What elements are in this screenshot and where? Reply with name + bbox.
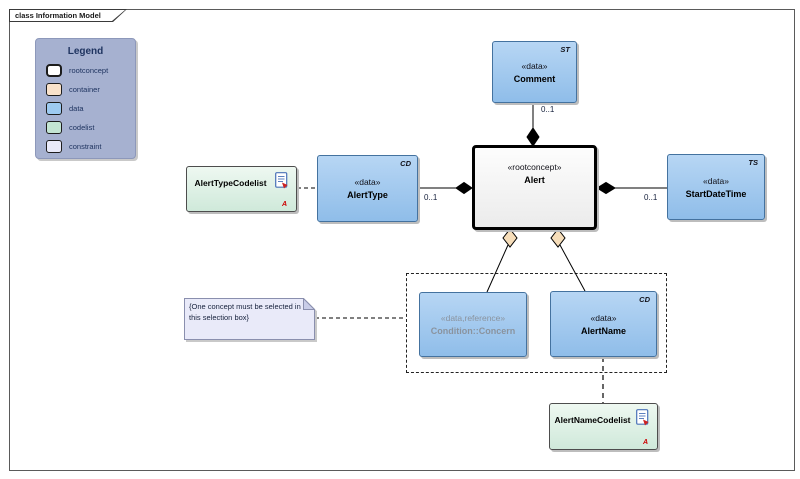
stereotype: «data,reference»: [440, 313, 506, 323]
legend-label: constraint: [69, 142, 102, 151]
node-name: AlertName: [580, 325, 627, 336]
note-text: {One concept must be selected in this se…: [189, 302, 301, 322]
legend-item-data: data: [46, 99, 135, 118]
stereotype: «data»: [703, 175, 729, 186]
selection-constraint-box: [406, 273, 667, 373]
node-alertnamecodelist[interactable]: AlertNameCodelist A: [549, 403, 658, 450]
node-comment[interactable]: ST «data» Comment: [492, 41, 577, 103]
diagram-frame: [9, 9, 795, 471]
legend-title: Legend: [67, 46, 104, 57]
stereotype: «data»: [354, 177, 381, 187]
node-name: AlertNameCodelist: [554, 415, 631, 425]
node-alerttype[interactable]: CD «data» AlertType: [317, 155, 418, 222]
node-name: Comment: [513, 73, 556, 84]
note-fold-icon: [303, 298, 315, 310]
type-tag: CD: [639, 295, 650, 304]
node-name: Alert: [524, 175, 545, 185]
rootconcept-swatch-icon: [46, 64, 62, 77]
type-tag: CD: [400, 159, 411, 168]
multiplicity-comment: 0..1: [541, 105, 555, 114]
type-tag: ST: [560, 45, 570, 54]
stereotype: «data»: [521, 60, 548, 71]
abstract-marker: A: [642, 439, 648, 446]
node-name: AlertType: [347, 190, 388, 200]
legend-label: codelist: [69, 123, 95, 132]
legend-item-container: container: [46, 80, 135, 99]
node-name: Condition::Concern: [430, 326, 516, 336]
legend-item-constraint: constraint: [46, 137, 135, 156]
stereotype: «data»: [590, 312, 617, 323]
multiplicity-startdatetime: 0..1: [644, 193, 658, 202]
constraint-note[interactable]: {One concept must be selected in this se…: [184, 298, 315, 340]
node-condition-concern[interactable]: «data,reference» Condition::Concern: [419, 292, 527, 357]
frame-tab-label: class Information Model: [10, 10, 125, 21]
abstract-marker: A: [281, 201, 287, 208]
constraint-swatch-icon: [46, 140, 62, 153]
document-icon: [636, 409, 649, 426]
node-alert[interactable]: «rootconcept» Alert: [472, 145, 597, 230]
node-name: AlertTypeCodelist: [194, 178, 267, 188]
codelist-swatch-icon: [46, 121, 62, 134]
type-tag: TS: [748, 158, 758, 167]
node-startdatetime[interactable]: TS «data» StartDateTime: [667, 154, 765, 220]
container-swatch-icon: [46, 83, 62, 96]
legend-item-codelist: codelist: [46, 118, 135, 137]
legend-label: data: [69, 104, 84, 113]
node-alertname[interactable]: CD «data» AlertName: [550, 291, 657, 357]
document-icon: [275, 172, 288, 189]
legend-label: container: [69, 85, 100, 94]
note-shape: [184, 298, 315, 340]
multiplicity-alerttype: 0..1: [424, 193, 438, 202]
stereotype: «rootconcept»: [507, 162, 562, 172]
data-swatch-icon: [46, 102, 62, 115]
legend: Legend rootconcept container data codeli…: [35, 38, 136, 159]
legend-item-rootconcept: rootconcept: [46, 61, 135, 80]
legend-label: rootconcept: [69, 66, 109, 75]
node-alerttypecodelist[interactable]: AlertTypeCodelist A: [186, 166, 297, 212]
node-name: StartDateTime: [685, 188, 747, 199]
